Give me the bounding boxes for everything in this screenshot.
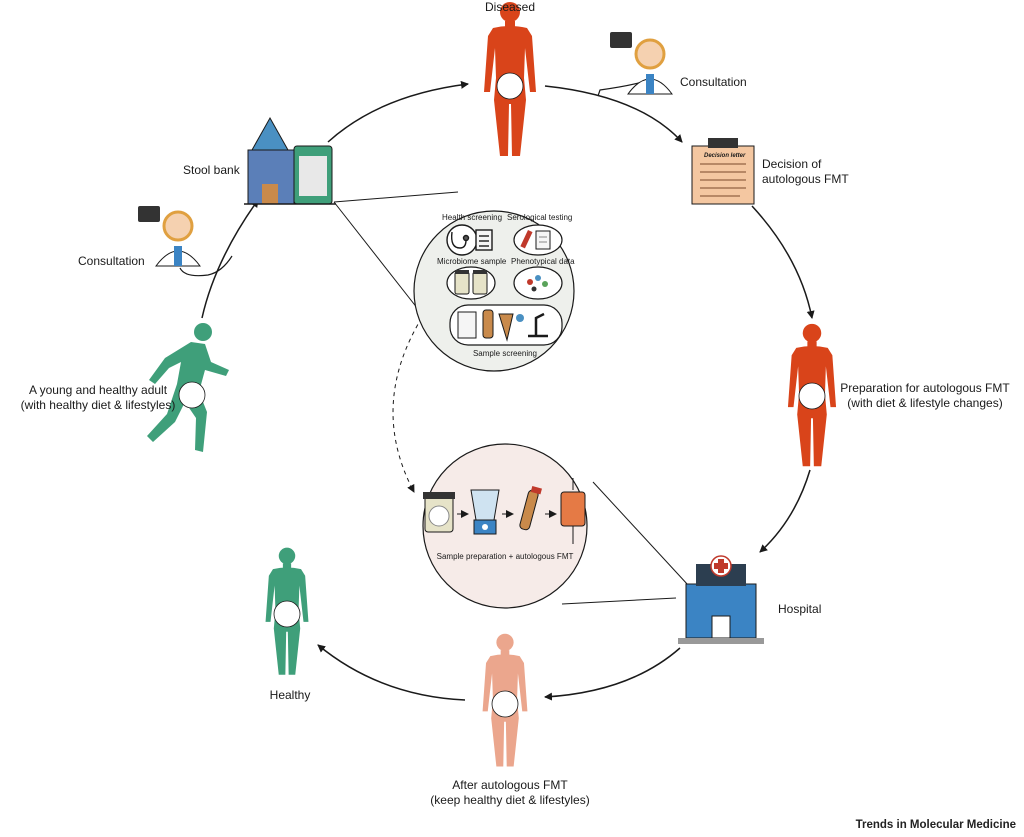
after-text: After autologous FMT (keep healthy diet … <box>430 778 590 807</box>
after-fmt-person-figure <box>482 633 528 767</box>
infusion-bag-icon <box>560 478 586 544</box>
label-serological-testing: Serological testing <box>507 213 573 222</box>
label-young-adult: A young and healthy adult (with healthy … <box>0 383 196 413</box>
preparing-person-figure <box>787 323 837 467</box>
stool-jar-icon <box>423 492 455 533</box>
arrow-decision-to-preparation <box>751 205 815 319</box>
hospital-icon <box>678 555 764 644</box>
label-stool-bank: Stool bank <box>183 163 240 177</box>
arrow-young-to-stoolbank <box>201 199 259 319</box>
connector-consultation-left <box>179 255 233 277</box>
young-runner-figure <box>147 323 229 452</box>
phenotypical-data-icon <box>513 266 563 300</box>
doctor-icon-left <box>138 206 201 267</box>
label-decision: Decision of autologous FMT <box>762 157 902 187</box>
arrow-diseased-to-decision <box>544 85 683 143</box>
label-consultation-top: Consultation <box>680 75 747 89</box>
label-phenotypical-data: Phenotypical data <box>511 257 575 266</box>
healthy-person-figure <box>265 547 309 675</box>
arrow-preparation-to-hospital <box>759 469 811 553</box>
decision-letter-title: Decision letter <box>704 153 746 159</box>
decision-text: Decision of autologous FMT <box>762 157 849 186</box>
stool-bank-icon <box>244 116 336 205</box>
blood-test-icon <box>513 224 563 256</box>
label-health-screening: Health screening <box>442 213 503 222</box>
label-microbiome-sample: Microbiome sample <box>437 257 507 266</box>
arrow-hospital-to-after <box>544 647 681 701</box>
screening-panel <box>413 210 575 372</box>
label-after: After autologous FMT (keep healthy diet … <box>410 778 610 808</box>
label-preparation: Preparation for autologous FMT (with die… <box>830 381 1020 411</box>
label-sample-screening: Sample screening <box>472 349 538 358</box>
label-preparation-caption: Sample preparation + autologous FMT <box>436 552 574 561</box>
arrow-stoolbank-to-diseased <box>327 80 469 143</box>
label-healthy: Healthy <box>269 688 311 702</box>
arrow-after-to-healthy <box>317 644 466 701</box>
preparation-text: Preparation for autologous FMT (with die… <box>840 381 1010 410</box>
stethoscope-icon <box>446 224 493 256</box>
microbiome-jar-icon <box>446 266 496 300</box>
cycle-arrows <box>179 79 815 701</box>
sample-screening-icon <box>449 304 563 346</box>
preparation-panel <box>422 443 588 609</box>
label-hospital: Hospital <box>778 602 822 616</box>
blender-icon <box>470 489 500 535</box>
test-tube-icon <box>519 486 542 531</box>
young-adult-text: A young and healthy adult (with healthy … <box>20 383 176 412</box>
label-consultation-left: Consultation <box>78 254 145 268</box>
diseased-person-figure <box>484 2 536 156</box>
decision-letter-icon <box>691 138 755 205</box>
brand-footer: Trends in Molecular Medicine <box>855 819 1016 831</box>
label-diseased: Diseased <box>484 0 536 14</box>
doctor-icon-top <box>610 32 673 95</box>
